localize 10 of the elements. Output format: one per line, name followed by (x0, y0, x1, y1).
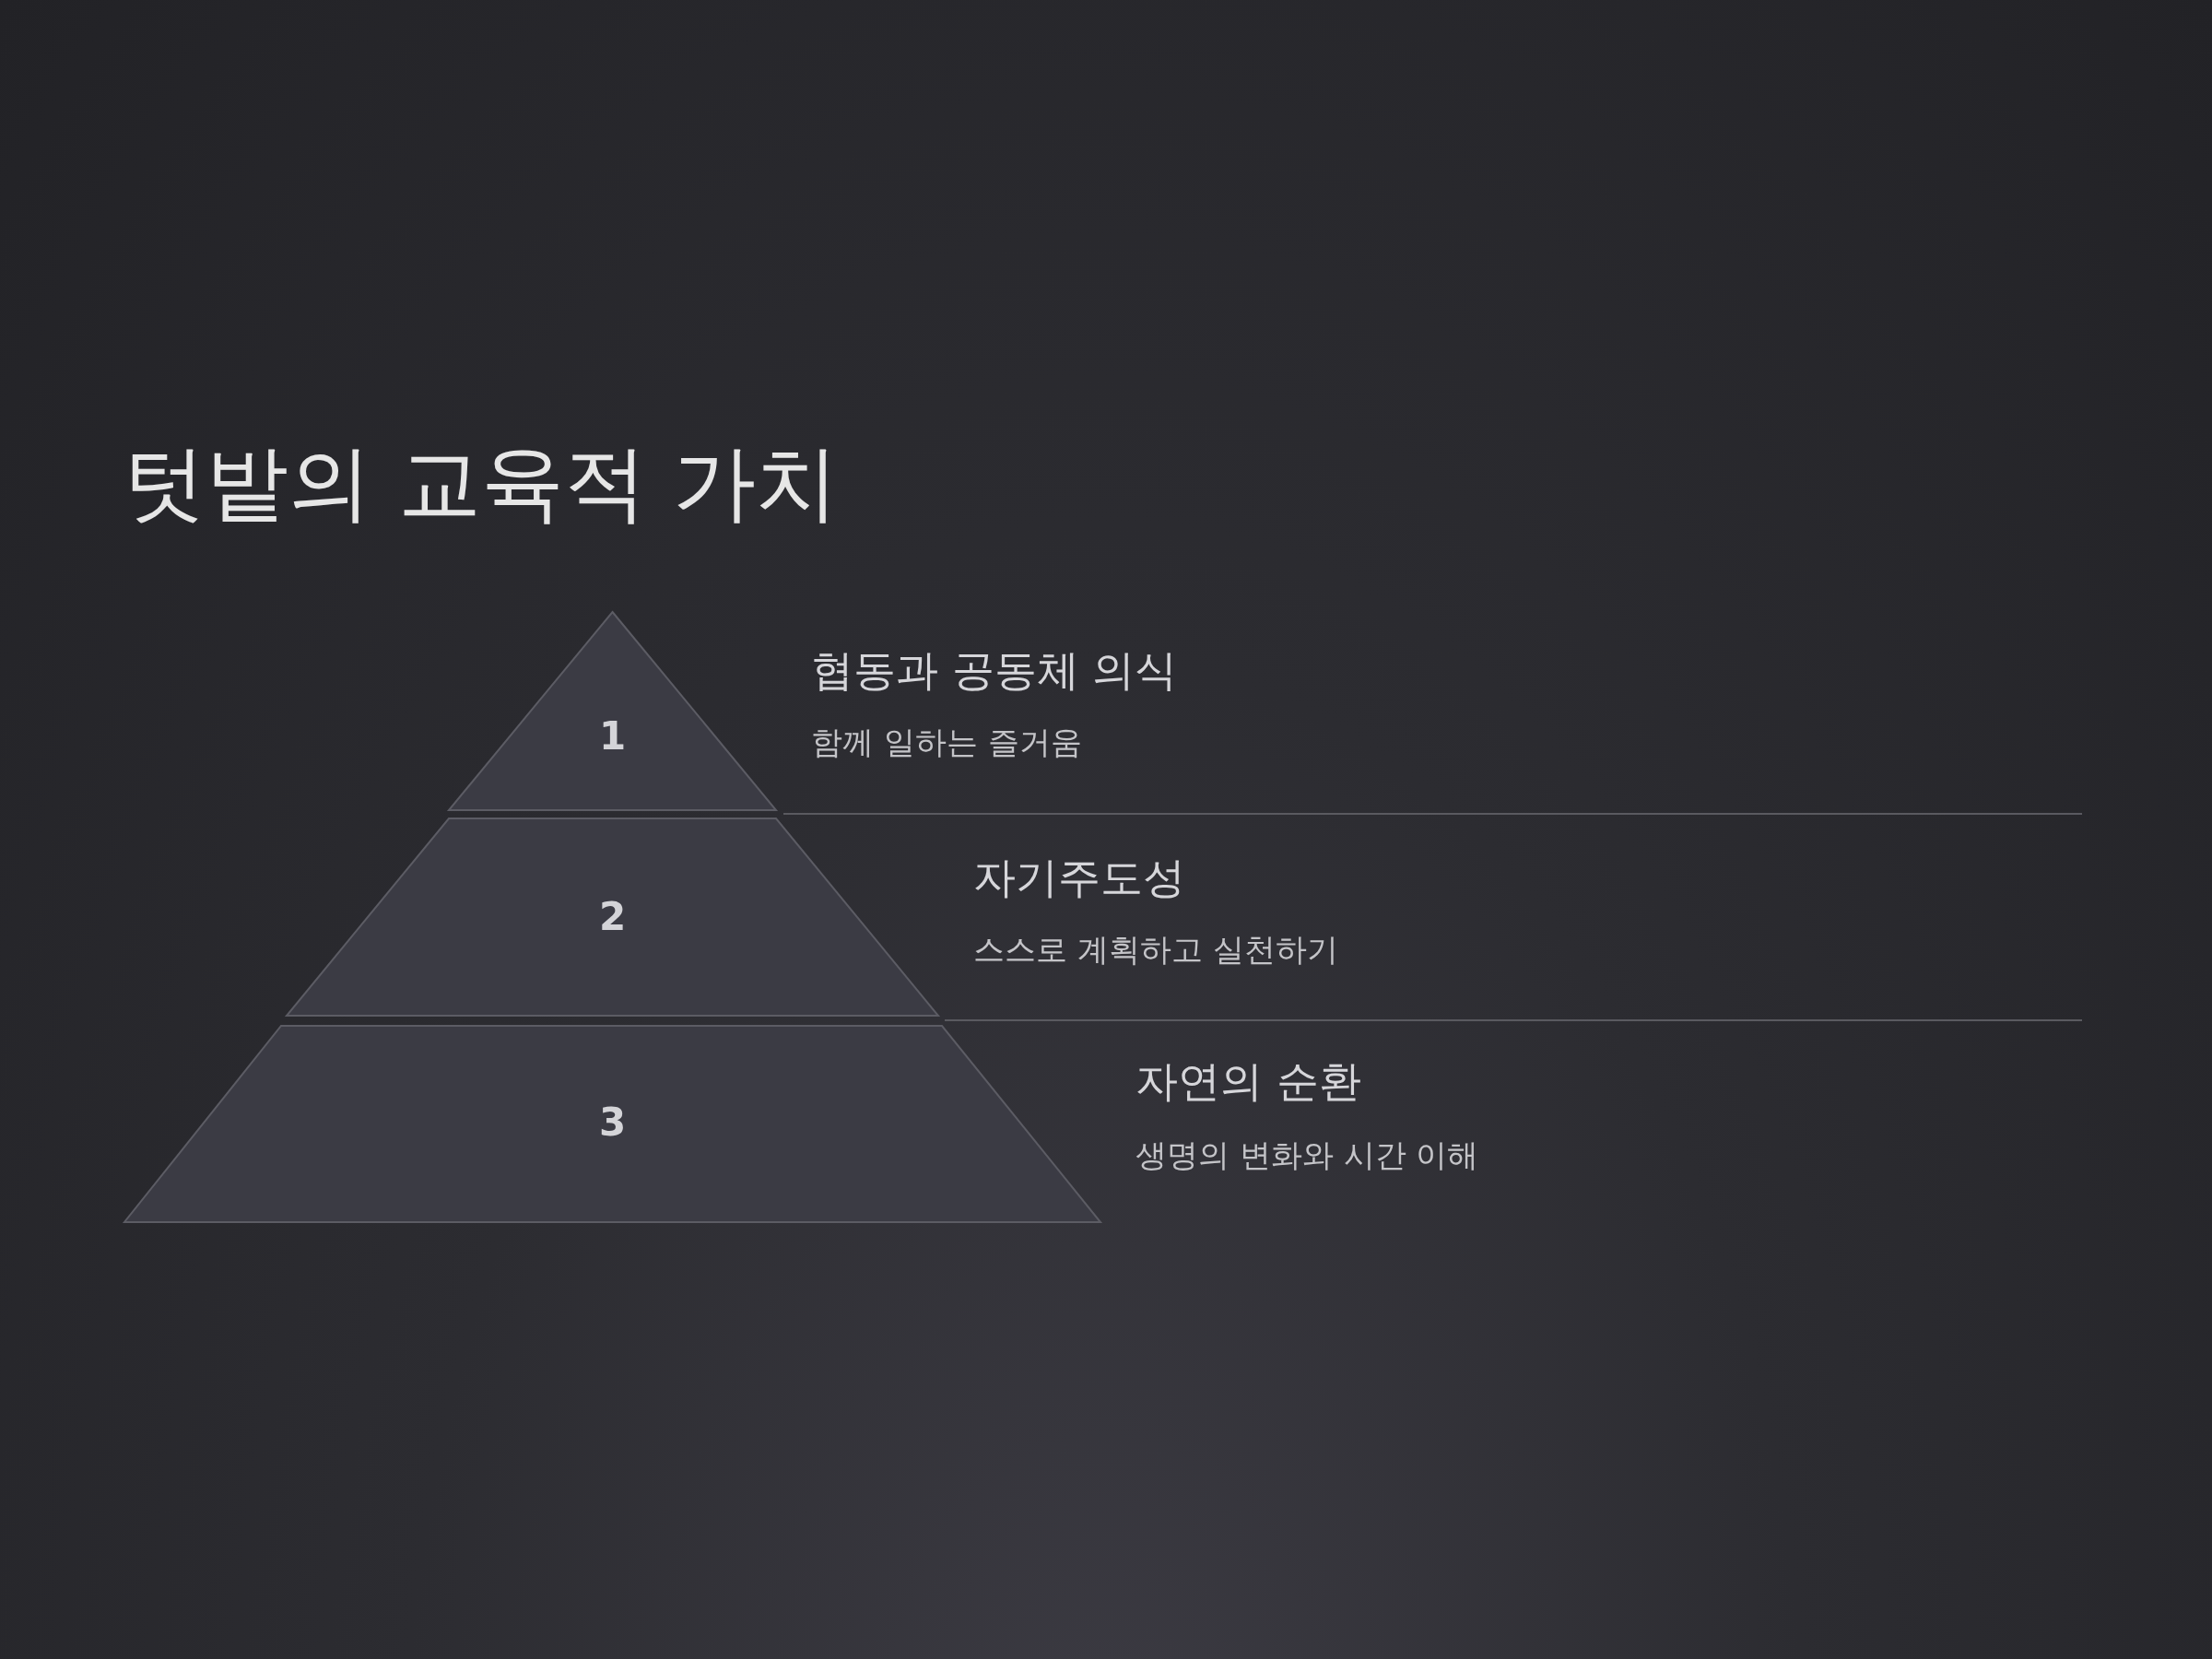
tier-heading: 자기주도성 (973, 853, 1185, 904)
tier-number: 2 (597, 898, 628, 936)
tier-heading: 자연의 순환 (1135, 1056, 1361, 1108)
tier-description: 생명의 변화와 시간 이해 (1135, 1136, 1479, 1174)
tier-number: 3 (597, 1103, 628, 1142)
tier-description: 함께 일하는 즐거움 (811, 724, 1082, 761)
tier-description: 스스로 계획하고 실천하기 (973, 931, 1338, 969)
tier-number: 1 (597, 717, 628, 756)
tier-heading: 협동과 공동체 의식 (811, 645, 1178, 697)
slide-title: 텃밭의 교육적 가치 (123, 433, 840, 533)
